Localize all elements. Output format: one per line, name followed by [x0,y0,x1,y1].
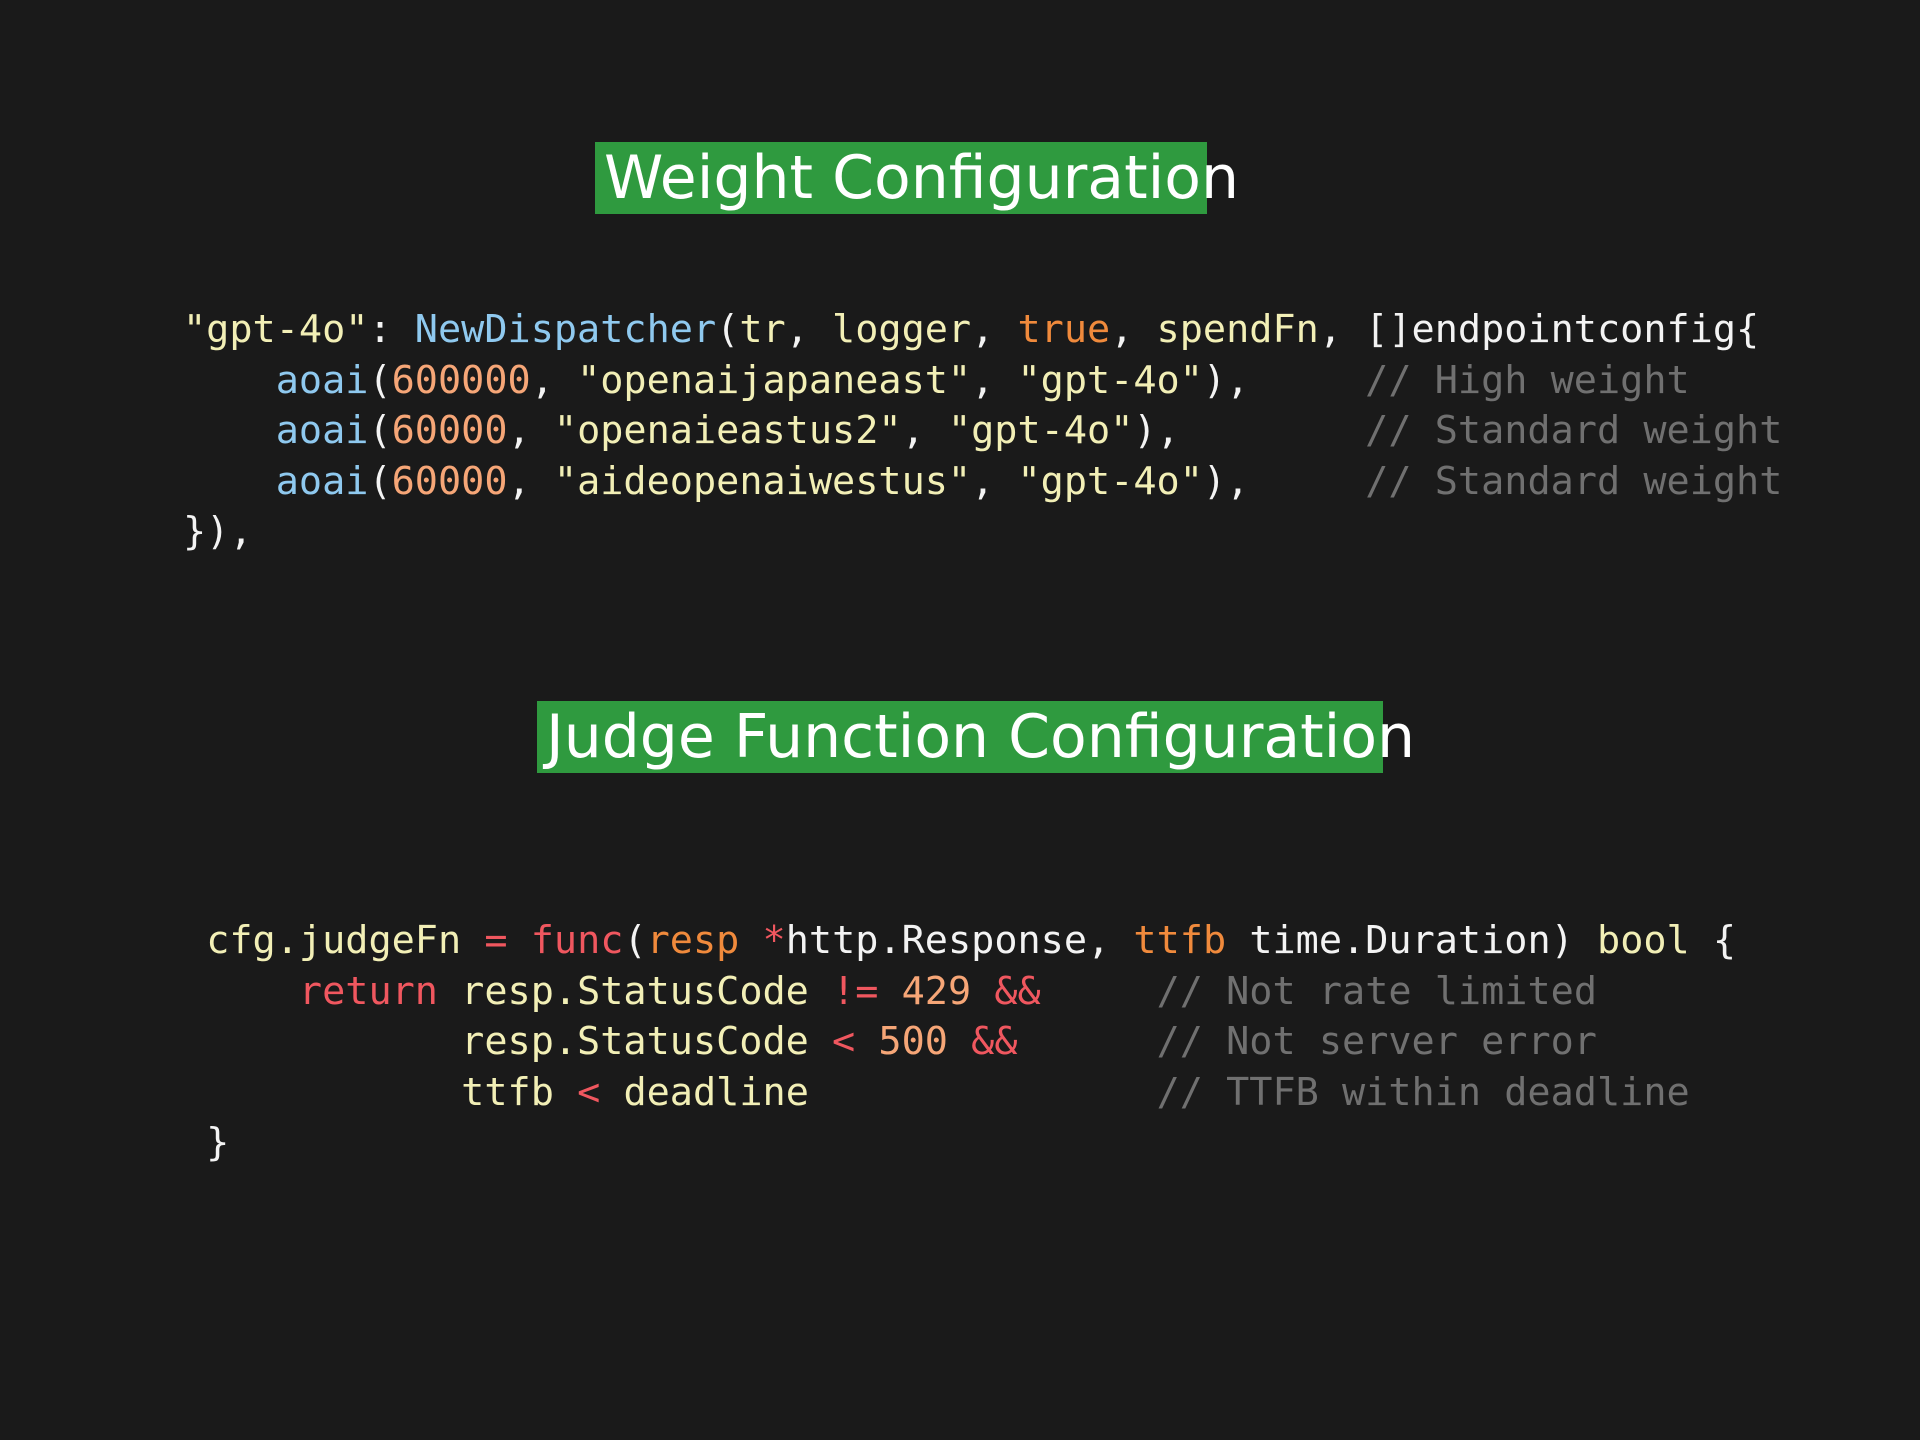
endpoint-model: "gpt-4o" [1017,357,1203,403]
endpoint-weight: 600000 [391,357,531,403]
rate-limit-condition-line: return resp.StatusCode != 429 && // Not … [183,967,1736,1018]
endpoint-region: "openaijapaneast" [577,357,972,403]
judge-signature-line: cfg.judgeFn = func(resp *http.Response, … [206,918,1737,963]
return-type-bool: bool [1597,918,1690,963]
aoai-function: aoai [275,458,369,504]
less-than-operator: < [577,1069,601,1115]
status-code-ref: resp.StatusCode [461,1019,809,1064]
rate-limit-comment: // Not rate limited [1156,968,1597,1014]
not-equal-operator: != [832,968,879,1014]
closing-brace-line: }), [183,509,253,554]
arg-spendfn: spendFn [1156,307,1319,352]
ttfb-comment: // TTFB within deadline [1156,1069,1690,1115]
less-than-operator: < [832,1019,856,1064]
return-keyword: return [298,968,438,1014]
deadline-ref: deadline [623,1069,809,1115]
endpoint-model: "gpt-4o" [1017,458,1203,504]
endpoint-region: "aideopenaiwestus" [553,458,972,504]
param-ttfb: ttfb [1133,918,1227,963]
judgefn-assignee: cfg.judgeFn [206,918,462,963]
status-500: 500 [878,1019,948,1064]
judge-function-code-block: cfg.judgeFn = func(resp *http.Response, … [183,916,1736,1169]
endpoint-comment: // Standard weight [1365,458,1783,504]
judge-function-configuration-title: Judge Function Configuration [537,701,1415,773]
endpoint-comment: // Standard weight [1365,408,1783,453]
assign-operator: = [484,918,508,963]
arg-endpointconfig: []endpointconfig{ [1365,307,1760,352]
param-resp: resp [646,918,740,963]
endpoint-model: "gpt-4o" [947,408,1134,453]
endpoint-weight: 60000 [391,408,508,453]
dispatcher-line: "gpt-4o": NewDispatcher(tr, logger, true… [183,307,1760,352]
pointer-star: * [762,918,786,963]
arg-true: true [1017,307,1111,352]
model-key: "gpt-4o" [183,307,369,352]
and-operator: && [994,968,1041,1014]
weight-configuration-title: Weight Configuration [595,142,1239,214]
server-error-condition-line: resp.StatusCode < 500 && // Not server e… [183,1017,1736,1068]
endpoint-row: aoai(600000, "openaijapaneast", "gpt-4o"… [275,357,1690,403]
aoai-function: aoai [275,357,369,403]
status-429: 429 [901,968,972,1014]
judge-closing-brace: } [183,1120,230,1165]
type-http-response: http.Response [785,918,1088,963]
endpoint-comment: // High weight [1365,357,1690,403]
status-code-ref: resp.StatusCode [461,968,809,1014]
endpoint-row: aoai(60000, "aideopenaiwestus", "gpt-4o"… [275,458,1783,504]
aoai-function: aoai [275,408,369,453]
weight-config-code-block: "gpt-4o": NewDispatcher(tr, logger, true… [183,305,1782,558]
func-keyword: func [530,918,624,963]
and-operator: && [971,1019,1018,1064]
ttfb-condition-line: ttfb < deadline // TTFB within deadline [183,1068,1736,1119]
endpoint-weight: 60000 [391,458,508,504]
arg-logger: logger [832,307,972,352]
arg-tr: tr [739,307,786,352]
ttfb-ref: ttfb [461,1069,554,1115]
type-time-duration: time.Duration [1249,918,1551,963]
dispatcher-function: NewDispatcher [414,307,717,352]
server-error-comment: // Not server error [1156,1019,1597,1064]
endpoint-row: aoai(60000, "openaieastus2", "gpt-4o"), … [275,408,1783,453]
endpoint-region: "openaieastus2" [553,408,902,453]
